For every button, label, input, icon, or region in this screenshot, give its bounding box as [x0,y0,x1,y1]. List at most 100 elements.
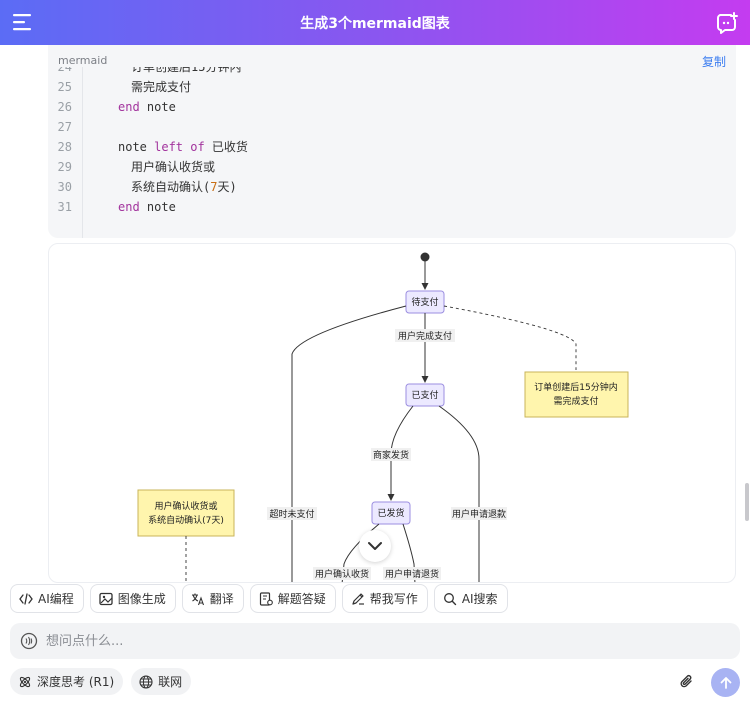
line-number: 25 [57,80,72,94]
code-token: 系统自动确认( [131,180,211,194]
web-search-toggle[interactable]: 联网 [131,668,192,695]
code-keyword: end [118,100,140,114]
voice-icon[interactable] [20,632,38,650]
line-number: 26 [57,100,72,114]
code-keyword: end [118,200,140,214]
svg-text:商家发货: 商家发货 [373,449,409,461]
code-line: 28 note left of 已收货 [48,137,736,157]
tool-translate[interactable]: 翻译 [181,584,244,613]
tool-ai-coding[interactable]: AI编程 [10,584,84,613]
scroll-to-bottom-button[interactable] [359,530,391,562]
chat-input-box [10,623,740,659]
svg-text:用户申请退款: 用户申请退款 [452,508,506,520]
web-label: 联网 [158,675,183,689]
deep-think-toggle[interactable]: 深度思考 (R1) [10,668,124,695]
new-chat-icon[interactable] [716,12,738,34]
code-text: note left of 已收货 [118,137,248,157]
scrollbar-thumb[interactable] [745,483,749,521]
send-button[interactable] [711,668,740,697]
code-language-label: mermaid [58,54,108,67]
code-text: 用户确认收货或 [131,160,216,174]
chat-input[interactable] [46,633,686,649]
translate-icon [191,593,204,605]
code-token: 已收货 [204,140,248,154]
mermaid-diagram: 待支付 用户完成支付 订单创建后15分钟内 需完成支付 已支付 超时未支付 [48,243,736,583]
bottom-options: 深度思考 (R1) 联网 [10,668,192,695]
code-line: 27 [48,117,736,137]
code-line: 29 用户确认收货或 [48,157,736,177]
tool-label: 解题答疑 [277,592,326,606]
search-icon [443,592,457,605]
svg-text:已发货: 已发货 [377,507,404,519]
question-icon [259,591,273,606]
line-number: 24 [57,67,72,74]
edge-label-confirm-receipt: 用户确认收货 [313,567,371,580]
code-body: 24 订单创建后15分钟内 25 需完成支付 26 end note 27 28… [48,67,736,238]
edge-confirm-receipt [341,523,380,582]
code-token: note [139,200,176,214]
code-line: 30 系统自动确认(7天) [48,177,736,197]
state-shipped: 已发货 [371,501,411,525]
line-number: 30 [57,180,72,194]
page-title: 生成3个mermaid图表 [300,15,450,32]
svg-text:待支付: 待支付 [411,296,438,308]
code-line: 24 订单创建后15分钟内 [48,67,736,77]
svg-text:用户完成支付: 用户完成支付 [398,330,452,342]
chevron-down-icon [368,542,382,550]
state-pending-payment: 待支付 [405,290,445,314]
svg-text:系统自动确认(7天): 系统自动确认(7天) [148,514,224,526]
edge-label-return: 用户申请退货 [383,567,441,580]
edge-return [402,523,416,582]
code-line: 26 end note [48,97,736,117]
code-token: note [118,140,155,154]
edge-refund [438,405,480,582]
deep-think-label: 深度思考 (R1) [37,675,115,689]
tool-label: AI搜索 [461,592,498,606]
code-line: 25 需完成支付 [48,77,736,97]
tool-chips: AI编程 图像生成 翻译 解题答疑 帮我写作 AI搜索 [10,584,508,613]
tool-label: 图像生成 [117,592,166,606]
top-bar: 生成3个mermaid图表 [0,0,750,45]
atom-icon [19,676,31,687]
code-text: 需完成支付 [131,80,192,94]
line-number: 29 [57,160,72,174]
code-number: 7 [210,180,218,194]
svg-text:需完成支付: 需完成支付 [553,395,598,407]
code-gutter-divider [82,67,83,238]
tool-problem-solving[interactable]: 解题答疑 [249,584,336,613]
svg-text:用户确认收货: 用户确认收货 [315,568,369,580]
tool-ai-search[interactable]: AI搜索 [433,584,508,613]
tool-label: AI编程 [38,592,74,606]
edge-label-merchant-ships: 商家发货 [371,448,411,461]
state-paid: 已支付 [405,383,445,407]
line-number: 27 [57,120,72,134]
image-icon [99,592,113,605]
code-block: mermaid 复制 24 订单创建后15分钟内 25 需完成支付 26 end… [48,45,736,238]
svg-text:订单创建后15分钟内: 订单创建后15分钟内 [534,381,617,393]
paperclip-icon[interactable] [678,673,696,691]
arrow-up-icon [720,676,731,689]
globe-icon [139,674,153,689]
note-receipt: 用户确认收货或 系统自动确认(7天) [137,489,235,537]
code-text: end note [118,197,176,217]
line-number: 31 [57,200,72,214]
svg-text:超时未支付: 超时未支付 [269,508,314,520]
tool-image-generation[interactable]: 图像生成 [89,584,176,613]
line-number: 28 [57,140,72,154]
edge-label-refund: 用户申请退款 [451,507,507,520]
tool-label: 帮我写作 [369,592,418,606]
copy-button[interactable]: 复制 [701,55,726,69]
svg-text:用户确认收货或: 用户确认收货或 [154,500,217,512]
svg-text:用户申请退货: 用户申请退货 [385,568,439,580]
code-keyword: left of [154,140,205,154]
code-token: 天) [217,180,237,194]
code-text: end note [118,97,176,117]
hamburger-icon[interactable] [13,13,33,31]
tool-label: 翻译 [209,592,234,606]
note-link-payment [443,305,577,370]
pen-icon [352,592,364,605]
edge-timeout [291,305,407,582]
note-payment: 订单创建后15分钟内 需完成支付 [524,371,629,418]
code-text: 订单创建后15分钟内 [131,67,242,74]
tool-writing[interactable]: 帮我写作 [341,584,428,613]
